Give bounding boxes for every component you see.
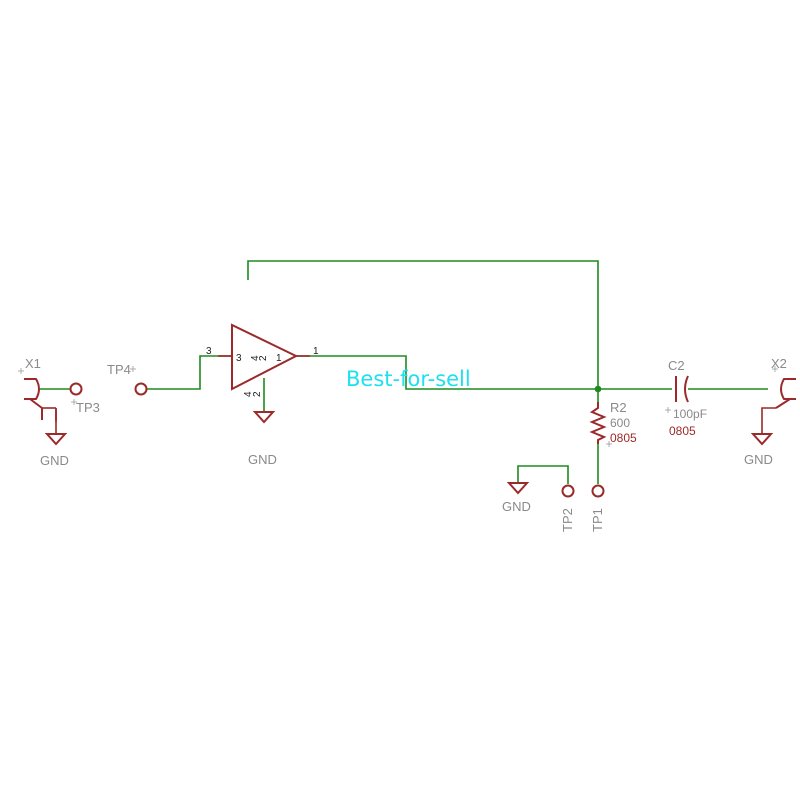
capacitor-c2[interactable]: C2 100pF 0805 <box>665 358 707 438</box>
x2-ref: X2 <box>771 356 787 371</box>
gnd-label-3: GND <box>502 499 531 514</box>
r2-package: 0805 <box>610 431 637 445</box>
opamp[interactable]: 3 1 3 1 4 2 4 2 <box>206 282 319 397</box>
opamp-sym-in: 3 <box>236 353 242 364</box>
c2-value: 100pF <box>673 407 707 421</box>
capacitor-curved-plate-icon <box>684 375 689 403</box>
wire-feedback <box>247 260 599 389</box>
gnd-symbol-2: GND <box>248 411 277 467</box>
resistor-r2[interactable]: R2 600 0805 <box>589 400 637 452</box>
gnd-symbol-4: GND <box>744 407 776 467</box>
testpoint-tp2[interactable]: TP2 <box>560 484 575 533</box>
gnd-label-2: GND <box>248 452 277 467</box>
tp1-ref: TP1 <box>590 508 605 532</box>
opamp-pin-out-num: 1 <box>313 346 319 357</box>
ground-icon <box>750 433 774 446</box>
resistor-zigzag-icon <box>589 402 607 444</box>
gnd-label-1: GND <box>40 453 69 468</box>
gnd-stem <box>761 407 776 434</box>
watermark-text: Best-for-sell <box>346 367 471 391</box>
opamp-pin-in-num: 3 <box>206 346 212 357</box>
testpoint-pad-icon <box>134 382 148 396</box>
testpoint-tp4[interactable]: TP4 <box>107 362 148 396</box>
wire-gnd-to-tp2 <box>517 465 569 484</box>
testpoint-tp3[interactable]: TP3 <box>69 382 100 416</box>
ground-icon <box>506 482 530 495</box>
opamp-sym-out: 1 <box>276 353 282 364</box>
c2-ref: C2 <box>668 358 685 373</box>
testpoint-pad-icon <box>561 484 575 498</box>
wire-tp4-to-opamp <box>147 355 232 390</box>
tp3-ref: TP3 <box>76 400 100 415</box>
opamp-pin-gnd-num: 4 <box>243 391 254 397</box>
junction-dot <box>594 385 602 393</box>
gnd-label-4: GND <box>744 452 773 467</box>
opamp-sym-top: 4 <box>250 355 261 361</box>
testpoint-tp1[interactable]: TP1 <box>590 484 605 533</box>
tp2-ref: TP2 <box>560 508 575 532</box>
jack-x1-icon <box>24 378 43 420</box>
testpoint-pad-icon <box>69 382 83 396</box>
r2-ref: R2 <box>610 400 627 415</box>
wires <box>40 260 768 484</box>
opamp-sym-bot2: 2 <box>252 391 263 397</box>
c2-package: 0805 <box>669 424 696 438</box>
tp4-ref: TP4 <box>107 362 131 377</box>
opamp-triangle-icon <box>231 323 299 391</box>
gnd-symbol-1: GND <box>40 408 69 468</box>
connector-x2[interactable]: X2 <box>771 356 796 409</box>
connector-x1[interactable]: X1 <box>18 356 57 420</box>
jack-x2-icon <box>775 378 796 409</box>
opamp-sym-top2: 2 <box>258 355 269 361</box>
x1-ref: X1 <box>25 356 41 371</box>
ground-icon <box>252 411 276 424</box>
wire-opamp-output <box>296 355 598 390</box>
testpoint-pad-icon <box>591 484 605 498</box>
gnd-symbol-3: GND <box>502 482 531 514</box>
ground-icon <box>44 433 68 446</box>
r2-value: 600 <box>610 416 630 430</box>
